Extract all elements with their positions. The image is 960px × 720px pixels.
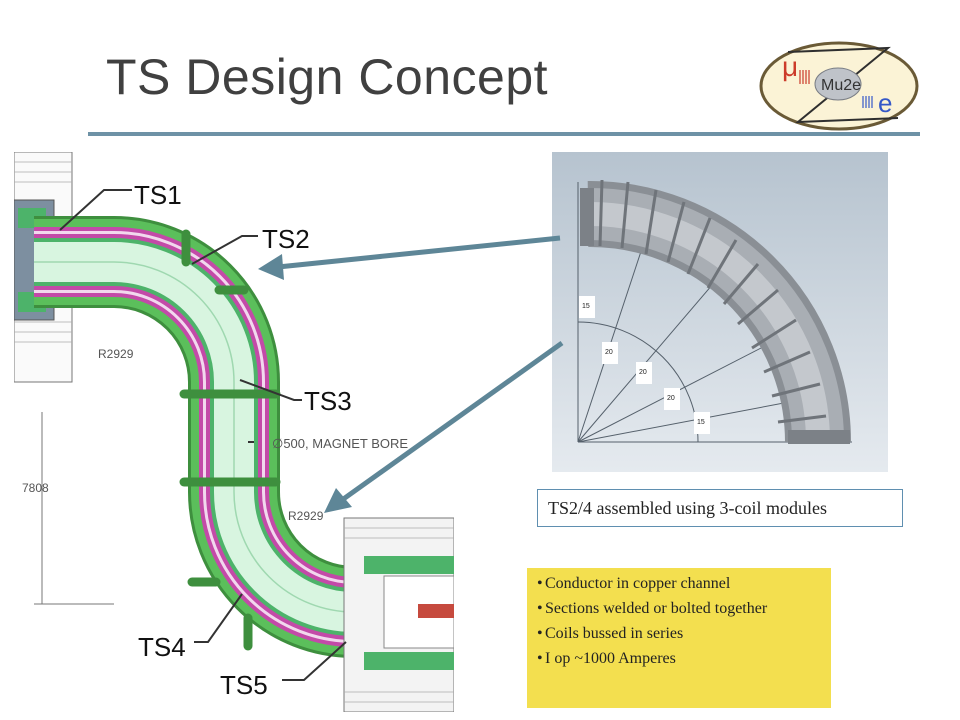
design-notes: •Conductor in copper channel •Sections w…: [527, 568, 831, 708]
bullet-icon: •: [537, 600, 543, 617]
slide-title: TS Design Concept: [106, 49, 549, 105]
label-ts1: TS1: [134, 180, 182, 210]
logo-text: Mu2e: [821, 77, 861, 94]
logo-e-symbol: e: [878, 88, 892, 118]
ts-module-render: 15 20 20 20 15: [552, 152, 888, 472]
length-label: 7808: [22, 481, 49, 495]
bullet-icon: •: [537, 650, 543, 667]
angle-label-1: 15: [582, 303, 590, 310]
bullet-icon: •: [537, 575, 543, 592]
label-ts5: TS5: [220, 670, 268, 700]
module-caption: TS2/4 assembled using 3-coil modules: [537, 489, 903, 527]
angle-label-5: 15: [697, 419, 705, 426]
note-item: •I op ~1000 Amperes: [537, 650, 676, 667]
note-item: •Coils bussed in series: [537, 625, 684, 642]
bore-label: ∅500, MAGNET BORE: [272, 436, 408, 451]
note-item: •Conductor in copper channel: [537, 575, 731, 592]
angle-label-3: 20: [639, 369, 647, 376]
downstream-block: [343, 517, 454, 712]
radius-label-lower: R2929: [288, 509, 324, 523]
support-ribs: [179, 229, 281, 651]
note-item: •Sections welded or bolted together: [537, 600, 768, 617]
bullet-icon: •: [537, 625, 543, 642]
title-divider: [88, 132, 920, 136]
module-rings: [598, 179, 827, 424]
mu2e-logo: μ Mu2e e: [759, 41, 919, 131]
angle-label-4: 20: [667, 395, 675, 402]
angle-label-2: 20: [605, 349, 613, 356]
label-ts4: TS4: [138, 632, 186, 662]
ts-cross-section-drawing: TS1 TS2 TS3 TS4 TS5 R2929 R2929 ∅500, MA…: [14, 152, 454, 712]
logo-mu-symbol: μ: [782, 51, 798, 82]
radius-label-upper: R2929: [98, 347, 134, 361]
label-ts2: TS2: [262, 224, 310, 254]
label-ts3: TS3: [304, 386, 352, 416]
